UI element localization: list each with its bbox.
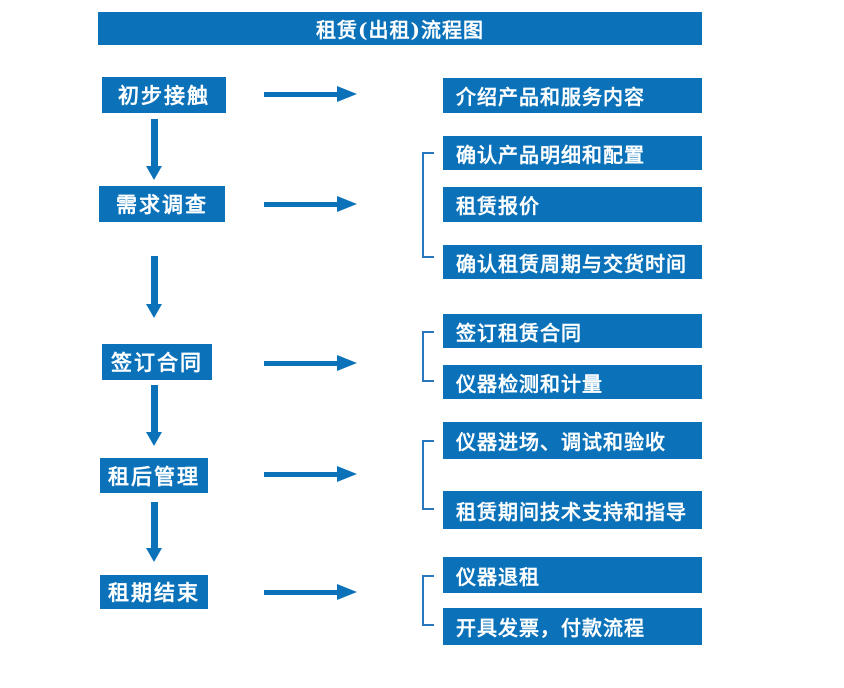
arrow-head (337, 196, 357, 212)
arrow-shaft (264, 91, 337, 97)
step-node-sign-contract: 签订合同 (102, 344, 212, 380)
group-bracket (422, 331, 434, 382)
arrow-head (337, 466, 357, 482)
output-box-technical-support: 租赁期间技术支持和指导 (443, 491, 702, 529)
output-box-confirm-product-details: 确认产品明细和配置 (443, 136, 702, 170)
output-box-instrument-setup: 仪器进场、调试和验收 (443, 422, 702, 459)
output-box-instrument-testing: 仪器检测和计量 (443, 365, 702, 399)
arrow-right-icon (264, 355, 357, 371)
group-bracket (422, 575, 434, 626)
output-label: 租赁期间技术支持和指导 (456, 499, 687, 524)
arrow-head (146, 166, 162, 180)
arrow-shaft (151, 385, 158, 432)
step-node-initial-contact: 初步接触 (102, 77, 226, 113)
arrow-shaft (151, 502, 158, 548)
output-box-instrument-return: 仪器退租 (443, 557, 702, 593)
step-label: 租期结束 (108, 580, 200, 605)
output-box-confirm-rental-period: 确认租赁周期与交货时间 (443, 245, 702, 279)
arrow-head (146, 432, 162, 446)
step-node-demand-survey: 需求调查 (99, 186, 225, 222)
step-node-post-rental-management: 租后管理 (100, 458, 208, 493)
group-bracket (422, 152, 434, 258)
step-label: 初步接触 (118, 83, 210, 108)
arrow-shaft (264, 589, 337, 595)
arrow-shaft (264, 201, 337, 207)
arrow-head (146, 548, 162, 562)
arrow-down-icon (146, 385, 163, 446)
arrow-right-icon (264, 196, 357, 212)
output-box-invoice-payment: 开具发票，付款流程 (443, 608, 702, 645)
step-label: 租后管理 (108, 463, 200, 489)
step-node-rental-end: 租期结束 (100, 575, 208, 609)
page-title: 租赁(出租)流程图 (316, 18, 484, 42)
output-label: 签订租赁合同 (456, 320, 582, 345)
arrow-right-icon (264, 86, 357, 102)
arrow-down-icon (146, 256, 163, 318)
output-box-sign-rental-contract: 签订租赁合同 (443, 314, 702, 348)
output-label: 介绍产品和服务内容 (456, 85, 645, 109)
step-label: 需求调查 (116, 192, 208, 217)
arrow-shaft (264, 471, 337, 477)
output-label: 确认租赁周期与交货时间 (456, 251, 687, 276)
arrow-right-icon (264, 584, 357, 600)
output-box-introduce-products: 介绍产品和服务内容 (443, 78, 702, 113)
step-label: 签订合同 (111, 350, 203, 375)
arrow-head (146, 304, 162, 318)
arrow-right-icon (264, 466, 357, 482)
output-box-rental-quotation: 租赁报价 (443, 187, 702, 222)
title-bar: 租赁(出租)流程图 (98, 12, 702, 45)
arrow-down-icon (146, 119, 163, 180)
arrow-head (337, 584, 357, 600)
output-label: 仪器检测和计量 (456, 371, 603, 396)
arrow-head (337, 86, 357, 102)
arrow-down-icon (146, 502, 163, 562)
output-label: 仪器退租 (456, 564, 540, 589)
group-bracket (422, 440, 434, 510)
output-label: 租赁报价 (456, 194, 540, 218)
arrow-shaft (264, 360, 337, 366)
output-label: 仪器进场、调试和验收 (456, 430, 666, 454)
arrow-shaft (151, 119, 158, 166)
arrow-shaft (151, 256, 158, 304)
output-label: 开具发票，付款流程 (456, 616, 645, 640)
arrow-head (337, 355, 357, 371)
output-label: 确认产品明细和配置 (456, 142, 645, 167)
